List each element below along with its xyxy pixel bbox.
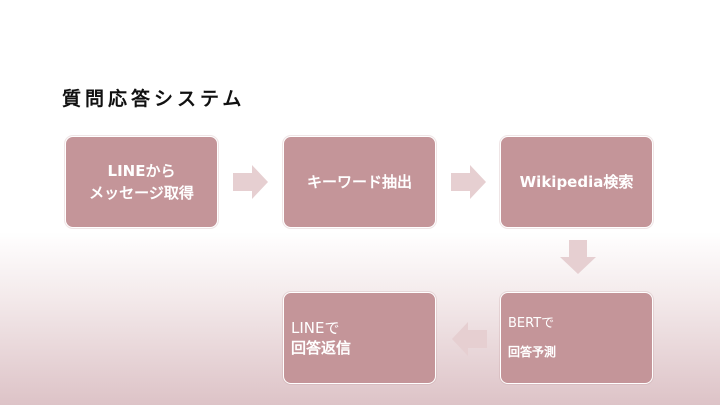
step-box-bert-predict: BERTで 回答予測 [500,292,653,384]
arrow-right-icon [451,165,486,199]
arrow-right-icon [233,165,268,199]
step-box-keyword-extract: キーワード抽出 [283,136,436,228]
step-box-line-reply-line2: 回答返信 [291,339,352,357]
step-box-bert-predict-line1: BERTで [508,316,555,331]
step-box-line-message-line2: メッセージ取得 [89,184,194,202]
step-box-line-reply: LINEで 回答返信 [283,292,436,384]
step-box-bert-predict-line2: 回答予測 [508,345,557,359]
step-box-wikipedia-search: Wikipedia検索 [500,136,653,228]
step-box-wikipedia-search-label: Wikipedia検索 [519,173,634,191]
arrow-down-icon [560,240,596,274]
arrow-left-icon [452,322,487,356]
step-box-line-reply-line1: LINEで [291,319,340,337]
slide-title: 質問応答システム [62,88,246,110]
step-box-line-message-line1: LINEから [107,162,176,180]
step-box-line-message: LINEから メッセージ取得 [65,136,218,228]
step-box-keyword-extract-label: キーワード抽出 [306,173,412,191]
